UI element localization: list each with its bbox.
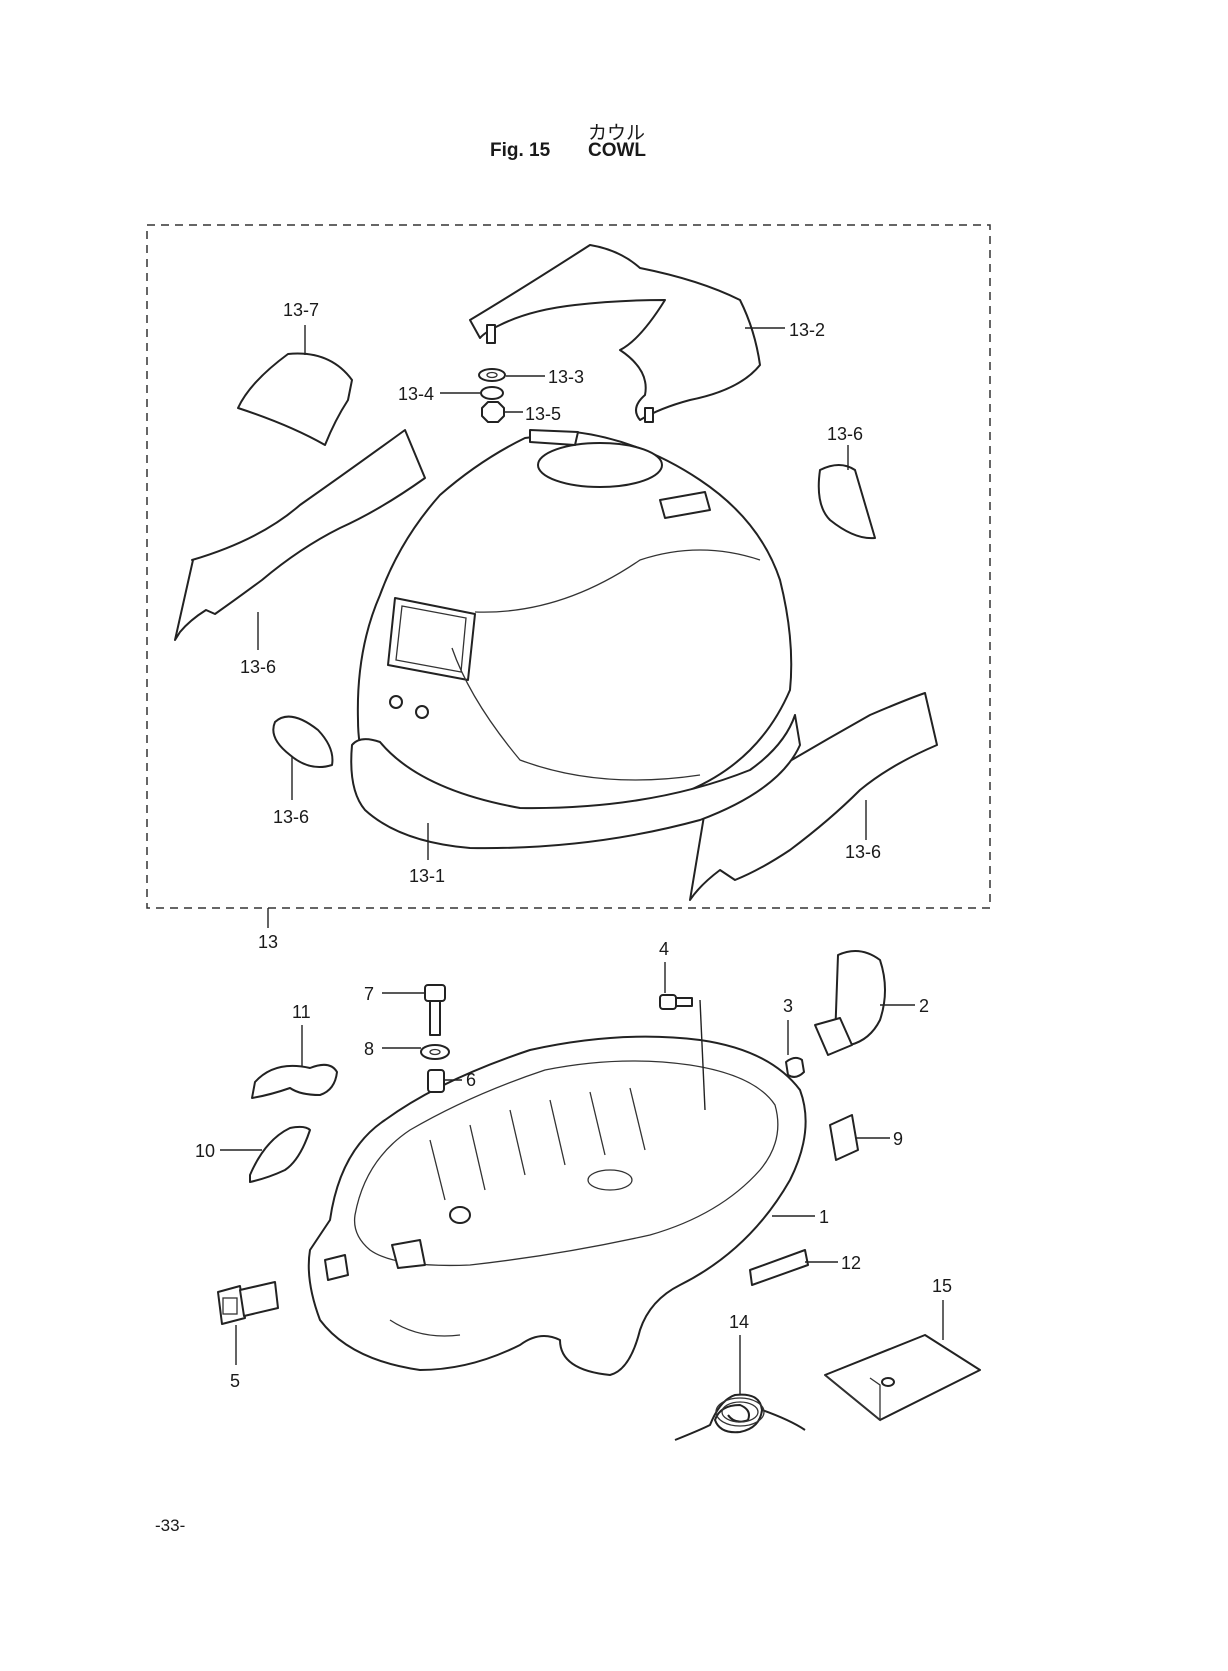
callout-4: 4 — [659, 939, 669, 959]
part-2-clamp-lever[interactable] — [834, 950, 886, 1046]
callout-9: 9 — [893, 1129, 903, 1149]
callout-15: 15 — [932, 1276, 952, 1296]
part-8-washer[interactable] — [420, 1044, 450, 1060]
part-9-decal[interactable] — [829, 1114, 859, 1161]
callout-10: 10 — [195, 1141, 215, 1161]
part-13-3-washer[interactable] — [478, 368, 506, 382]
part-13-5-nut[interactable] — [481, 401, 505, 423]
callout-13-6-bottom: 13-6 — [845, 842, 881, 862]
part-7-bolt[interactable] — [424, 984, 446, 1002]
callout-2: 2 — [919, 996, 929, 1016]
part-13-6-decal-oval[interactable] — [272, 715, 334, 768]
callout-13-4: 13-4 — [398, 384, 434, 404]
callout-13-6-right: 13-6 — [827, 424, 863, 444]
part-11-decal[interactable] — [251, 1063, 338, 1099]
cowl-window — [387, 597, 476, 681]
callout-13-2: 13-2 — [789, 320, 825, 340]
part-13-6-decal-right-small[interactable] — [817, 464, 876, 540]
bottom-cowl-rim — [353, 1060, 779, 1267]
part-6-spacer[interactable] — [427, 1069, 445, 1093]
callout-6: 6 — [466, 1070, 476, 1090]
callout-3: 3 — [783, 996, 793, 1016]
callout-13-5: 13-5 — [525, 404, 561, 424]
part-4-bolt[interactable] — [659, 994, 677, 1010]
figure-number: Fig. 15 — [490, 140, 551, 161]
part-13-6-decal-bottom[interactable] — [689, 692, 938, 901]
callout-13-7: 13-7 — [283, 300, 319, 320]
cowl-top-opening — [537, 442, 663, 488]
callout-13-6-small: 13-6 — [273, 807, 309, 827]
part-13-2-top-cover[interactable] — [469, 244, 761, 421]
bottom-cowl-ribs — [429, 1087, 646, 1201]
callout-13: 13 — [258, 932, 278, 952]
callout-14: 14 — [729, 1312, 749, 1332]
callout-13-6-left: 13-6 — [240, 657, 276, 677]
callout-11: 11 — [292, 1002, 311, 1022]
part-3-collar[interactable] — [785, 1056, 805, 1078]
callout-7: 7 — [364, 984, 374, 1004]
part-13-4-washer[interactable] — [480, 386, 504, 400]
callout-13-3: 13-3 — [548, 367, 584, 387]
callout-1: 1 — [819, 1207, 829, 1227]
callout-13-1: 13-1 — [409, 866, 445, 886]
cowl-seal-ring — [350, 714, 801, 850]
part-1-bottom-cowl[interactable] — [307, 1035, 807, 1376]
part-10-decal[interactable] — [249, 1125, 311, 1183]
part-12-label[interactable] — [749, 1249, 809, 1286]
callout-8: 8 — [364, 1039, 374, 1059]
page-number: -33- — [155, 1516, 186, 1535]
part-13-6-decal-left[interactable] — [174, 429, 426, 641]
part-15-pouch[interactable] — [824, 1334, 981, 1421]
callout-5: 5 — [230, 1371, 240, 1391]
callout-12: 12 — [841, 1253, 861, 1273]
title-english: COWL — [588, 140, 647, 161]
part-13-7-decal[interactable] — [237, 352, 353, 446]
title-japanese: カウル — [588, 122, 646, 144]
assembly-13-group-box — [146, 224, 991, 909]
